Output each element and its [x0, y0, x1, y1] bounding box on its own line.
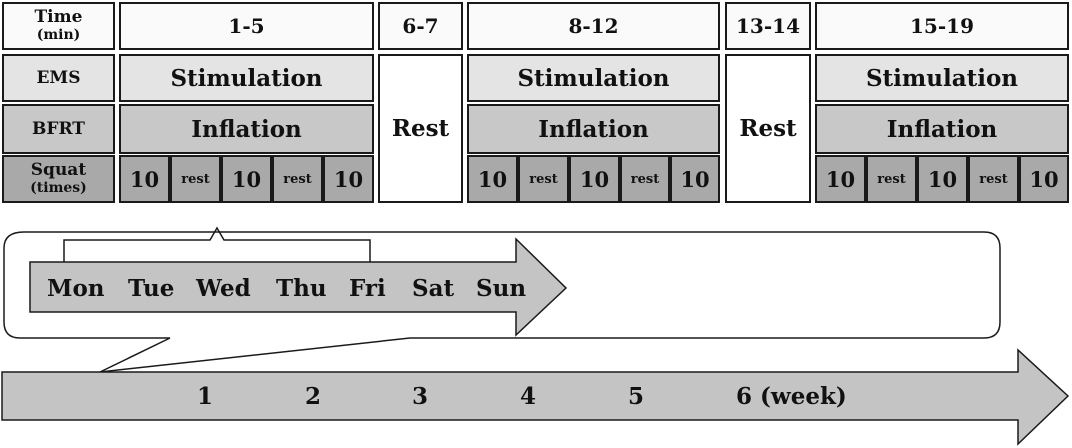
squat-cell: rest: [518, 155, 569, 203]
squat-cell: rest: [170, 155, 221, 203]
time-header-3: 8-12: [467, 2, 720, 50]
squat-cell: 10: [917, 155, 968, 203]
row-label-squat: Squat(times): [2, 155, 115, 203]
day-label-mon: Mon: [47, 275, 105, 302]
week-arrow: [1, 348, 1070, 446]
time-header-1: 1-5: [119, 2, 374, 50]
squat-label: Squat: [30, 160, 87, 180]
week-label-5: 5: [628, 383, 645, 410]
squat-unit: (times): [30, 180, 87, 196]
week-label-6: 6 (week): [736, 383, 847, 410]
day-label-fri: Fri: [349, 275, 386, 302]
bfrt-inflation-2: Inflation: [467, 104, 720, 154]
time-header-5: 15-19: [815, 2, 1069, 50]
ems-stimulation-1: Stimulation: [119, 54, 374, 102]
day-label-wed: Wed: [196, 275, 251, 302]
time-unit: (min): [36, 27, 81, 43]
row-label-ems: EMS: [2, 54, 115, 102]
day-label-thu: Thu: [276, 275, 327, 302]
squat-cell: 10: [569, 155, 620, 203]
week-label-2: 2: [305, 383, 322, 410]
day-label-sat: Sat: [412, 275, 455, 302]
row-label-bfrt: BFRT: [2, 104, 115, 154]
squat-cell: rest: [866, 155, 917, 203]
week-label-3: 3: [412, 383, 429, 410]
squat-cell: 10: [1019, 155, 1069, 203]
squat-cell: 10: [467, 155, 518, 203]
time-header-4: 13-14: [725, 2, 811, 50]
bfrt-inflation-1: Inflation: [119, 104, 374, 154]
time-header-2: 6-7: [378, 2, 463, 50]
squat-cell: rest: [968, 155, 1019, 203]
squat-cell: 10: [323, 155, 374, 203]
rest-block-1: Rest: [378, 54, 463, 203]
time-label: Time: [34, 7, 83, 27]
squat-cell: rest: [272, 155, 323, 203]
squat-cell: rest: [620, 155, 670, 203]
ems-label: EMS: [36, 68, 81, 88]
squat-cell: 10: [221, 155, 272, 203]
day-arrow: [29, 237, 568, 337]
day-label-sun: Sun: [476, 275, 527, 302]
squat-cell: 10: [119, 155, 170, 203]
ems-stimulation-2: Stimulation: [467, 54, 720, 102]
day-label-tue: Tue: [128, 275, 175, 302]
week-label-1: 1: [197, 383, 214, 410]
rest-block-2: Rest: [725, 54, 811, 203]
squat-cell: 10: [670, 155, 720, 203]
row-label-time: Time(min): [2, 2, 115, 50]
bfrt-label: BFRT: [32, 119, 85, 139]
week-label-4: 4: [520, 383, 537, 410]
weekday-bracket: [63, 226, 371, 262]
ems-stimulation-3: Stimulation: [815, 54, 1069, 102]
bfrt-inflation-3: Inflation: [815, 104, 1069, 154]
squat-cell: 10: [815, 155, 866, 203]
